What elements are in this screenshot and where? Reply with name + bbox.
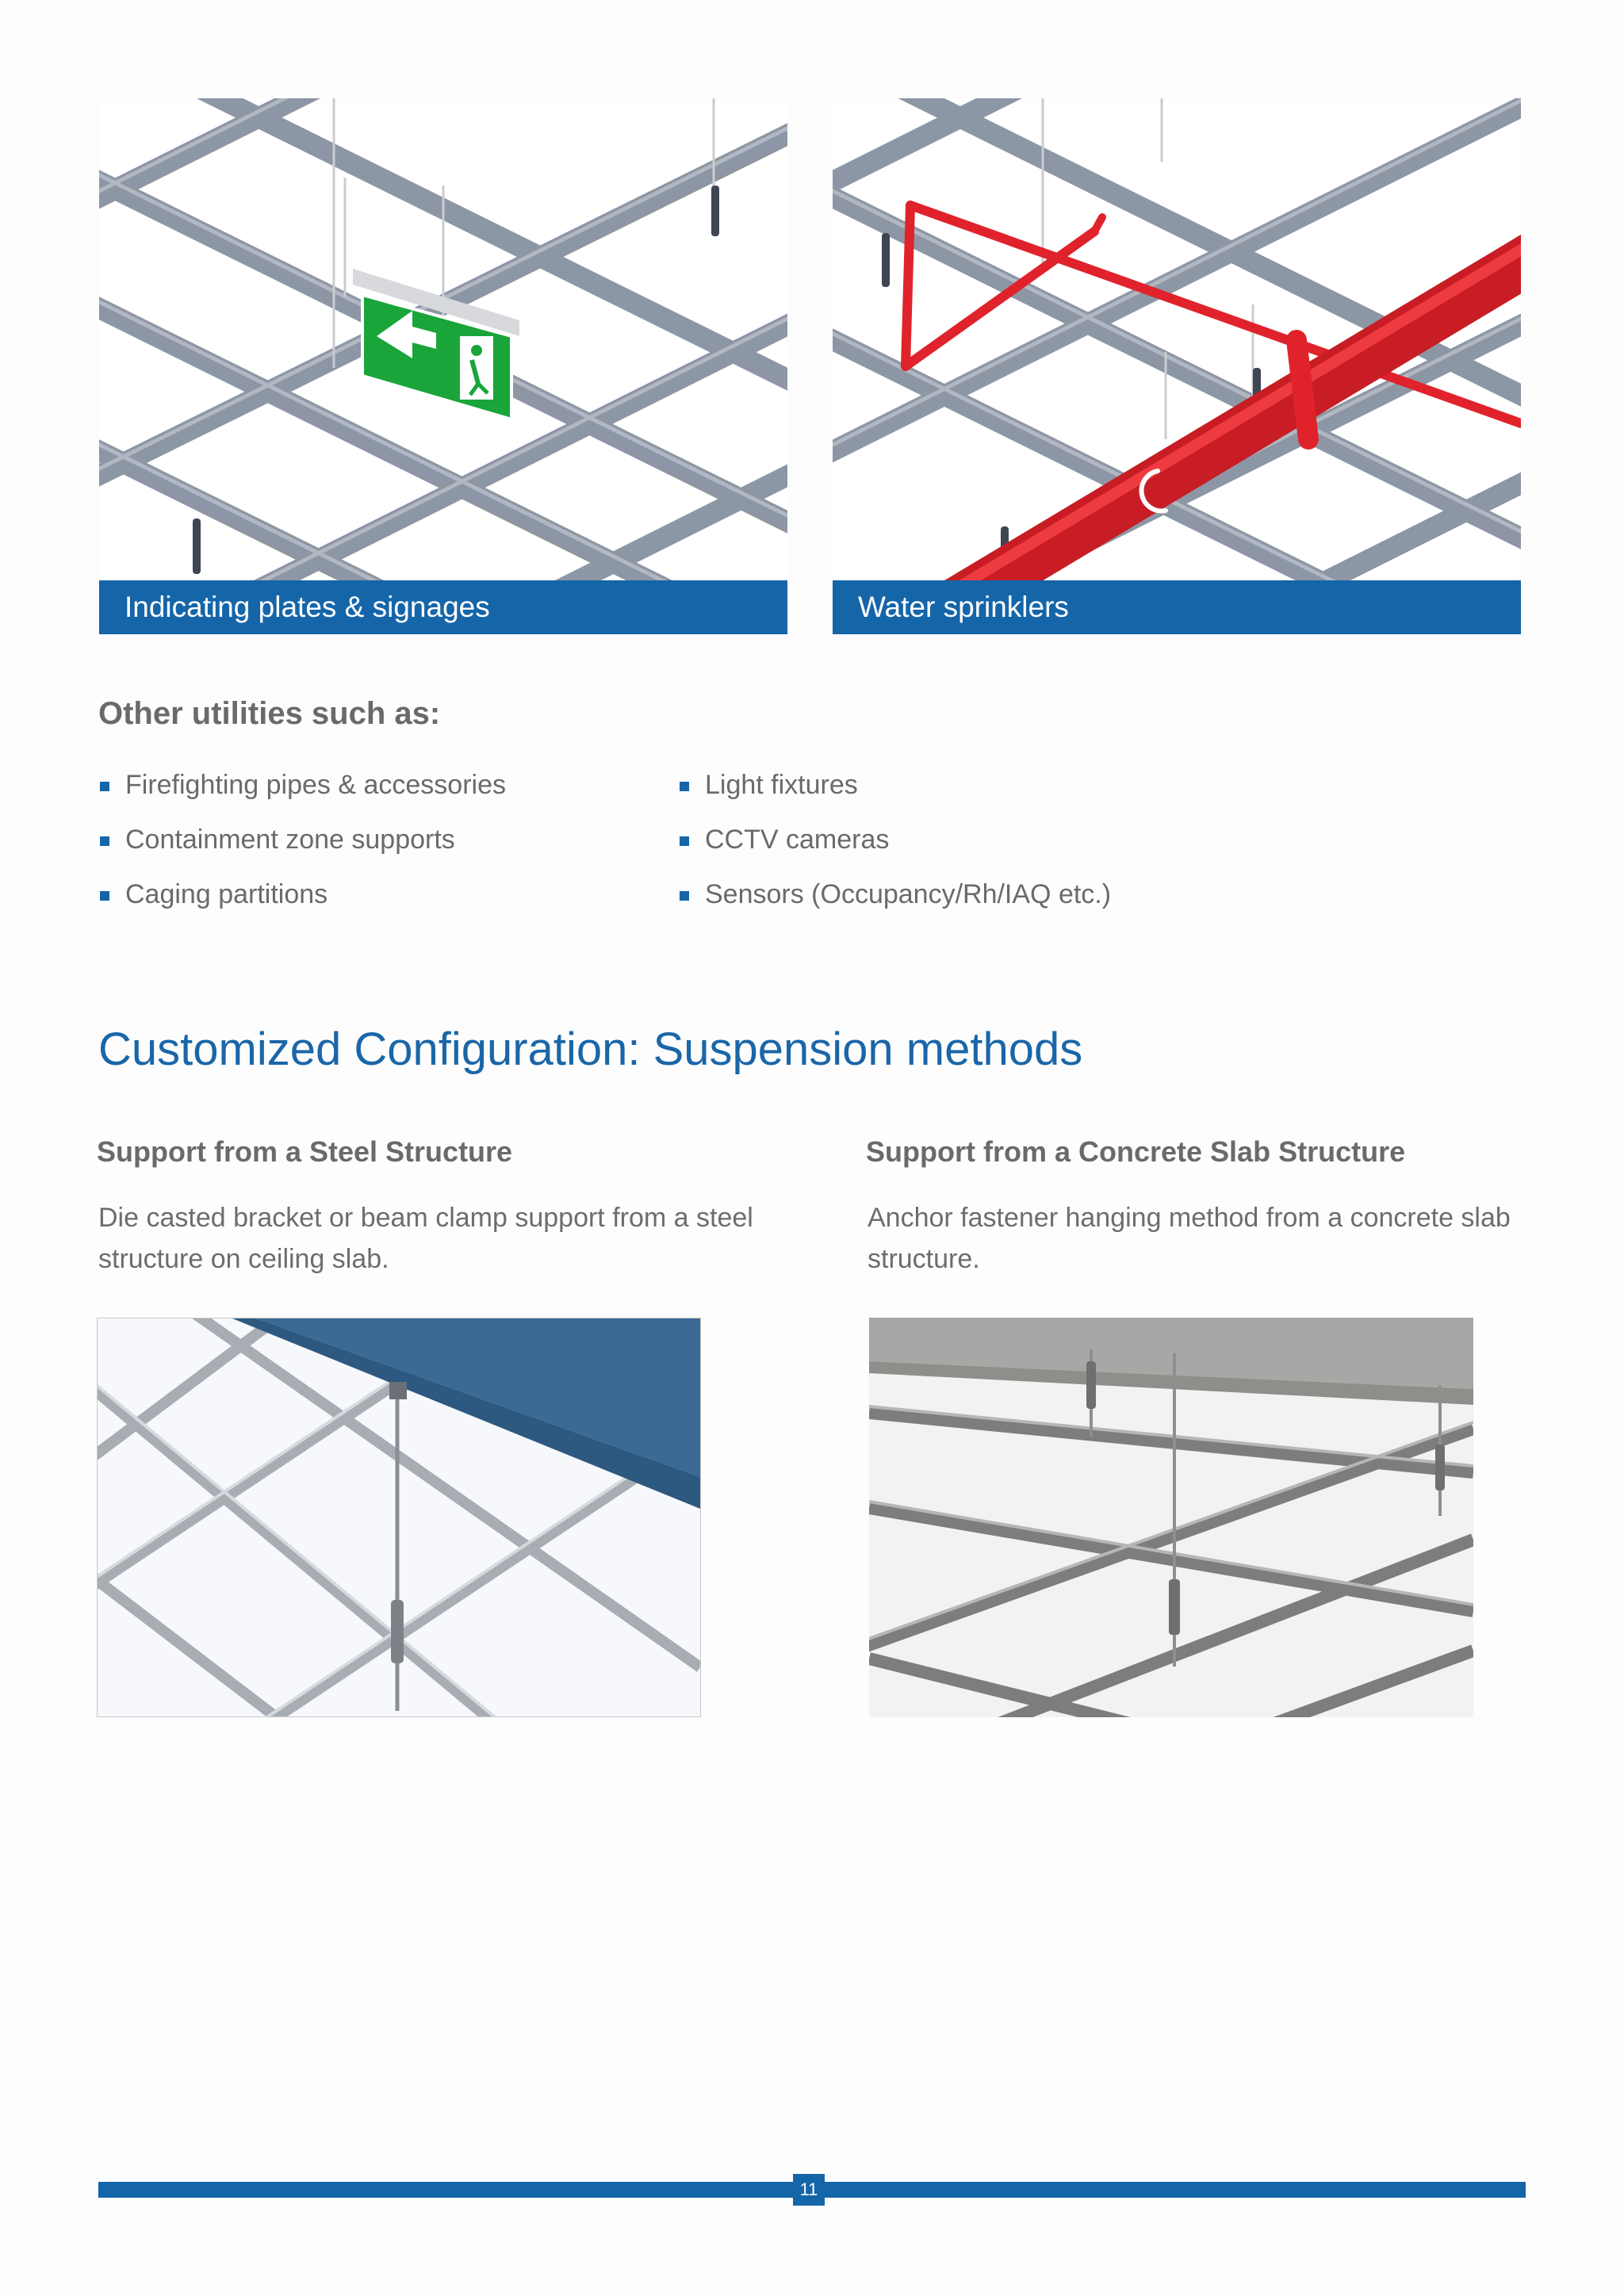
sprinkler-pipes — [901, 201, 1521, 580]
list-item: Caging partitions — [98, 872, 506, 927]
list-item: CCTV cameras — [678, 817, 1111, 872]
page-number: 11 — [793, 2174, 825, 2206]
steel-heading: Support from a Steel Structure — [97, 1135, 513, 1168]
bullet-icon — [100, 782, 109, 791]
signage-photo — [99, 98, 787, 580]
section-title: Customized Configuration: Suspension met… — [98, 1024, 1083, 1075]
sprinkler-caption: Water sprinklers — [833, 580, 1521, 634]
utilities-list-right: Light fixtures CCTV cameras Sensors (Occ… — [678, 763, 1111, 927]
concrete-description: Anchor fastener hanging method from a co… — [868, 1203, 1511, 1274]
list-item: Light fixtures — [678, 763, 1111, 817]
bullet-icon — [680, 836, 689, 846]
bullet-icon — [100, 836, 109, 846]
concrete-heading: Support from a Concrete Slab Structure — [866, 1135, 1406, 1168]
utilities-heading: Other utilities such as: — [98, 696, 441, 731]
sprinkler-panel: Water sprinklers — [833, 98, 1521, 634]
bullet-icon — [680, 782, 689, 791]
list-item: Sensors (Occupancy/Rh/IAQ etc.) — [678, 872, 1111, 927]
concrete-slab — [869, 1318, 1473, 1389]
list-item: Firefighting pipes & accessories — [98, 763, 506, 817]
signage-caption: Indicating plates & signages — [99, 580, 787, 634]
bullet-icon — [100, 891, 109, 901]
steel-structure-photo — [97, 1318, 701, 1717]
bullet-icon — [680, 891, 689, 901]
concrete-slab-photo — [869, 1318, 1473, 1717]
exit-sign — [353, 269, 519, 422]
signage-panel: Indicating plates & signages — [99, 98, 787, 634]
list-item: Containment zone supports — [98, 817, 506, 872]
steel-description: Die casted bracket or beam clamp support… — [98, 1203, 753, 1274]
sprinkler-photo — [833, 98, 1521, 580]
utilities-list-left: Firefighting pipes & accessories Contain… — [98, 763, 506, 927]
